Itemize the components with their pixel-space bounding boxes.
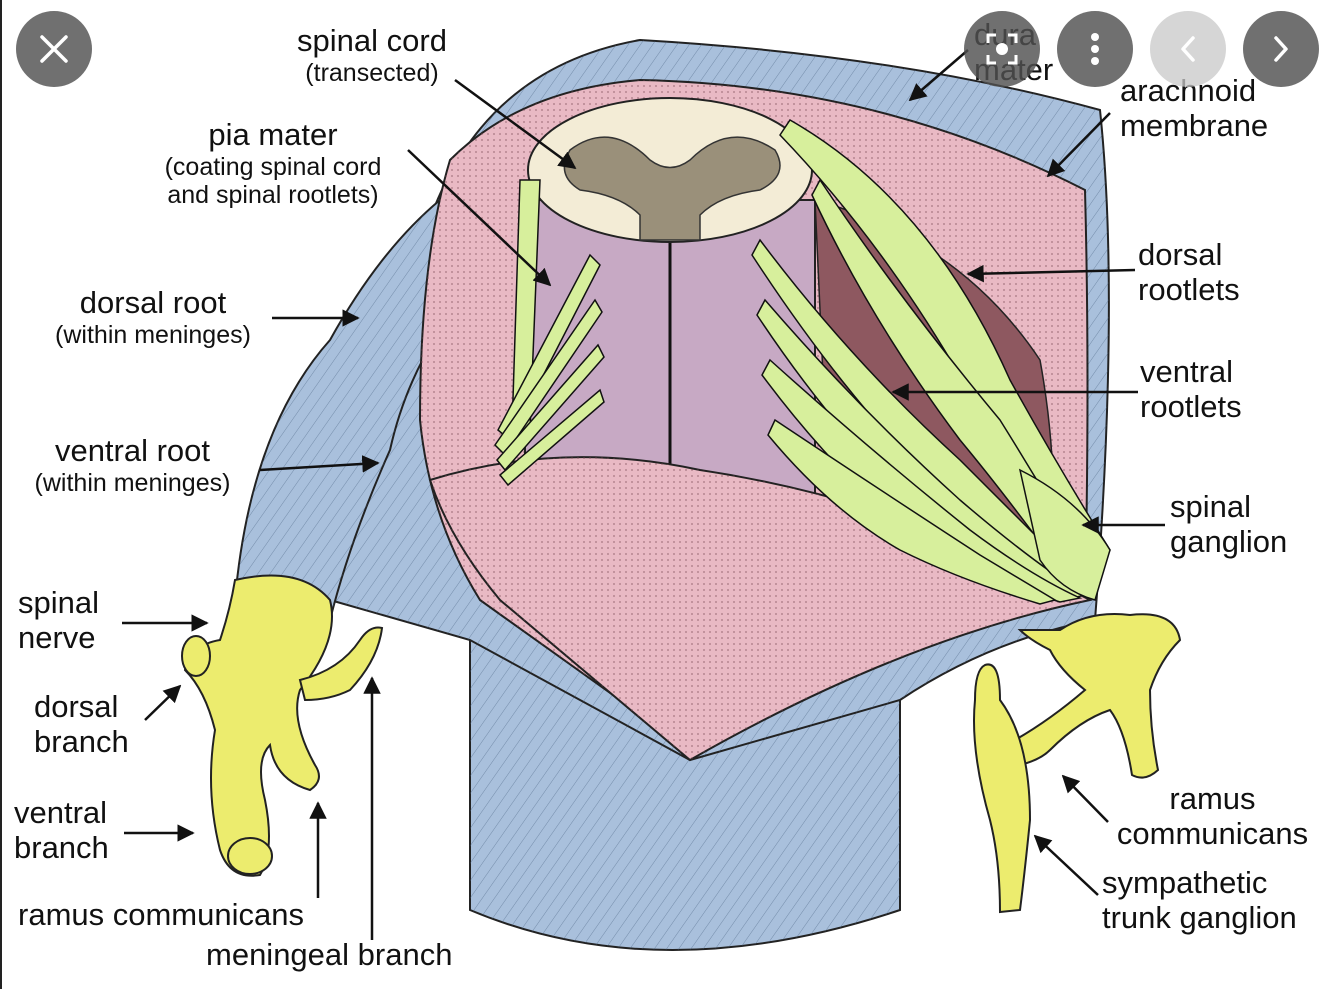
right-rootlets <box>751 119 1111 605</box>
label-pia-mater-line1: pia mater <box>208 117 338 152</box>
label-meningeal-branch: meningeal branch <box>206 937 453 972</box>
label-pia-mater-line3: and spinal rootlets) <box>167 180 379 209</box>
close-button[interactable] <box>16 11 92 87</box>
left-rootlets <box>494 179 605 487</box>
label-spinal-nerve-line2: nerve <box>18 619 96 655</box>
label-ramus-communicans-right-line2: communicans <box>1116 815 1309 851</box>
label-dorsal-rootlets: dorsal rootlets <box>1138 237 1240 307</box>
label-ventral-branch: ventral branch <box>14 795 109 865</box>
lens-search-icon <box>986 33 1018 65</box>
label-ramus-communicans-right-line1: ramus <box>1169 781 1256 816</box>
label-ventral-rootlets: ventral rootlets <box>1140 354 1242 424</box>
label-dorsal-branch-line1: dorsal <box>34 689 119 724</box>
label-arachnoid-membrane-line2: membrane <box>1120 107 1269 143</box>
label-sympathetic-trunk-ganglion-line1: sympathetic <box>1102 865 1268 900</box>
right-spinal-nerve <box>973 613 1182 914</box>
label-spinal-cord: spinal cord (transected) <box>272 23 472 87</box>
label-sympathetic-trunk-ganglion: sympathetic trunk ganglion <box>1102 865 1297 935</box>
label-dorsal-root-line2: (within meninges) <box>55 320 251 349</box>
close-icon <box>40 35 68 63</box>
next-button[interactable] <box>1243 11 1319 87</box>
left-border-line <box>0 0 2 989</box>
label-pia-mater: pia mater (coating spinal cord and spina… <box>128 117 418 209</box>
label-dorsal-branch: dorsal branch <box>34 689 129 759</box>
more-vertical-icon <box>1091 33 1099 65</box>
label-ventral-rootlets-line1: ventral <box>1140 354 1234 389</box>
label-spinal-ganglion: spinal ganglion <box>1170 489 1288 559</box>
label-ramus-communicans-left: ramus communicans <box>18 897 304 932</box>
label-spinal-cord-line1: spinal cord <box>297 23 447 58</box>
label-spinal-nerve: spinal nerve <box>18 585 99 655</box>
leader-arrows <box>122 49 1165 940</box>
left-spinal-nerve <box>181 574 384 877</box>
label-spinal-ganglion-line2: ganglion <box>1170 523 1288 559</box>
label-dorsal-root-line1: dorsal root <box>79 285 227 320</box>
previous-button[interactable] <box>1150 11 1226 87</box>
label-spinal-ganglion-line1: spinal <box>1170 489 1251 524</box>
label-ventral-root-line1: ventral root <box>54 433 211 468</box>
visual-search-button[interactable] <box>964 11 1040 87</box>
label-ventral-branch-line2: branch <box>14 829 109 865</box>
spinal-ganglion-shape <box>1018 468 1111 601</box>
chevron-right-icon <box>1274 36 1288 62</box>
label-pia-mater-line2: (coating spinal cord <box>164 152 382 181</box>
more-options-button[interactable] <box>1057 11 1133 87</box>
label-ventral-root: ventral root (within meninges) <box>5 433 260 497</box>
label-ventral-root-line2: (within meninges) <box>34 468 231 497</box>
label-dorsal-rootlets-line1: dorsal <box>1138 237 1223 272</box>
label-ventral-branch-line1: ventral <box>14 795 108 830</box>
label-spinal-cord-line2: (transected) <box>305 58 439 87</box>
chevron-left-icon <box>1181 36 1195 62</box>
sympathetic-trunk-ganglion-shape <box>973 663 1032 914</box>
label-spinal-nerve-line1: spinal <box>18 585 99 620</box>
label-ventral-rootlets-line2: rootlets <box>1140 388 1242 424</box>
label-sympathetic-trunk-ganglion-line2: trunk ganglion <box>1102 899 1297 935</box>
grey-matter <box>563 136 781 241</box>
label-ramus-communicans-right: ramus communicans <box>1100 781 1325 851</box>
label-dorsal-branch-line2: branch <box>34 723 129 759</box>
label-dorsal-root: dorsal root (within meninges) <box>28 285 278 349</box>
label-dorsal-rootlets-line2: rootlets <box>1138 271 1240 307</box>
